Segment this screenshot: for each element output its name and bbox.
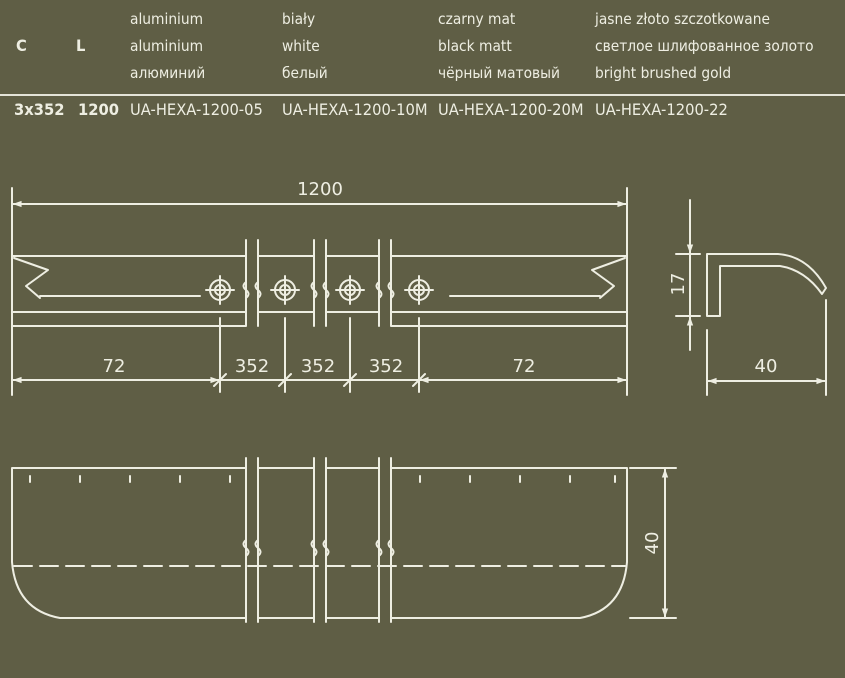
product-code-white: UA-HEXA-1200-10M — [282, 100, 428, 119]
handle-segment — [325, 239, 380, 327]
screw-hole — [335, 275, 365, 305]
screw-hole — [205, 275, 235, 305]
dimension-label-left-offset: 72 — [103, 356, 126, 377]
end-cap-right — [591, 257, 626, 299]
profile-outline — [706, 253, 827, 317]
dimension-tick — [412, 373, 426, 387]
end-cap-left — [13, 257, 49, 299]
finish-label-en: светлое шлифованное золото — [595, 37, 814, 55]
dimension-label-profile-depth: 40 — [755, 356, 778, 377]
dimension-label-top-view-depth: 40 — [642, 532, 663, 555]
top-view-segment-edges — [257, 467, 380, 619]
header-col-l: L — [76, 36, 86, 55]
finish-label-pl: czarny mat — [438, 10, 516, 28]
front-view — [11, 187, 628, 396]
finish-white: biały white белый — [282, 6, 328, 87]
break-mark — [375, 539, 383, 557]
finish-label-pl: jasne złoto szczotkowane — [595, 10, 771, 28]
product-code-bright-brushed-gold: UA-HEXA-1200-22 — [595, 100, 728, 119]
header-divider — [0, 94, 845, 96]
top-view — [11, 457, 677, 623]
finish-label-en: aluminium — [130, 37, 204, 55]
finish-bright-brushed-gold: jasne złoto szczotkowane светлое шлифова… — [595, 6, 814, 87]
dimension-label-spacing-2: 352 — [301, 356, 335, 377]
finish-label-ru: алюминий — [130, 64, 206, 82]
finish-label-en: black matt — [438, 37, 512, 55]
break-mark — [322, 539, 330, 557]
break-mark — [310, 281, 318, 299]
finish-label-ru: белый — [282, 64, 328, 82]
top-view-segment — [11, 467, 247, 619]
dimension-label-right-offset: 72 — [513, 356, 536, 377]
dimension-label-spacing-3: 352 — [369, 356, 403, 377]
finish-label-ru: bright brushed gold — [595, 64, 732, 82]
break-mark — [242, 539, 250, 557]
header-col-c: C — [16, 36, 27, 55]
product-code-black-matt: UA-HEXA-1200-20M — [438, 100, 584, 119]
finish-label-ru: чёрный матовый — [438, 64, 561, 82]
row-c-value: 3x352 — [14, 100, 65, 119]
break-mark — [254, 539, 262, 557]
screw-hole — [404, 275, 434, 305]
top-view-segment — [390, 467, 628, 619]
break-mark — [387, 281, 395, 299]
break-mark — [242, 281, 250, 299]
break-mark — [322, 281, 330, 299]
dimension-tick — [343, 373, 357, 387]
handle-segment — [11, 255, 247, 327]
dimension-tick — [278, 373, 292, 387]
screw-hole — [270, 275, 300, 305]
finish-label-pl: biały — [282, 10, 316, 28]
finish-label-pl: aluminium — [130, 10, 204, 28]
dimension-tick — [213, 373, 227, 387]
row-l-value: 1200 — [78, 100, 119, 119]
break-mark — [254, 281, 262, 299]
top-view-segment — [325, 457, 380, 623]
top-view-segment — [257, 457, 315, 623]
side-profile-view — [675, 199, 827, 396]
top-view-notches — [29, 475, 616, 483]
dimension-label-overall: 1200 — [297, 179, 343, 200]
break-mark — [387, 539, 395, 557]
finish-aluminium: aluminium aluminium алюминий — [130, 6, 205, 87]
break-mark — [310, 539, 318, 557]
product-code-aluminium: UA-HEXA-1200-05 — [130, 100, 263, 119]
finish-label-en: white — [282, 37, 320, 55]
break-mark — [375, 281, 383, 299]
dimension-label-spacing-1: 352 — [235, 356, 269, 377]
finish-black-matt: czarny mat black matt чёрный матовый — [438, 6, 560, 87]
dimension-label-profile-height: 17 — [668, 273, 689, 296]
